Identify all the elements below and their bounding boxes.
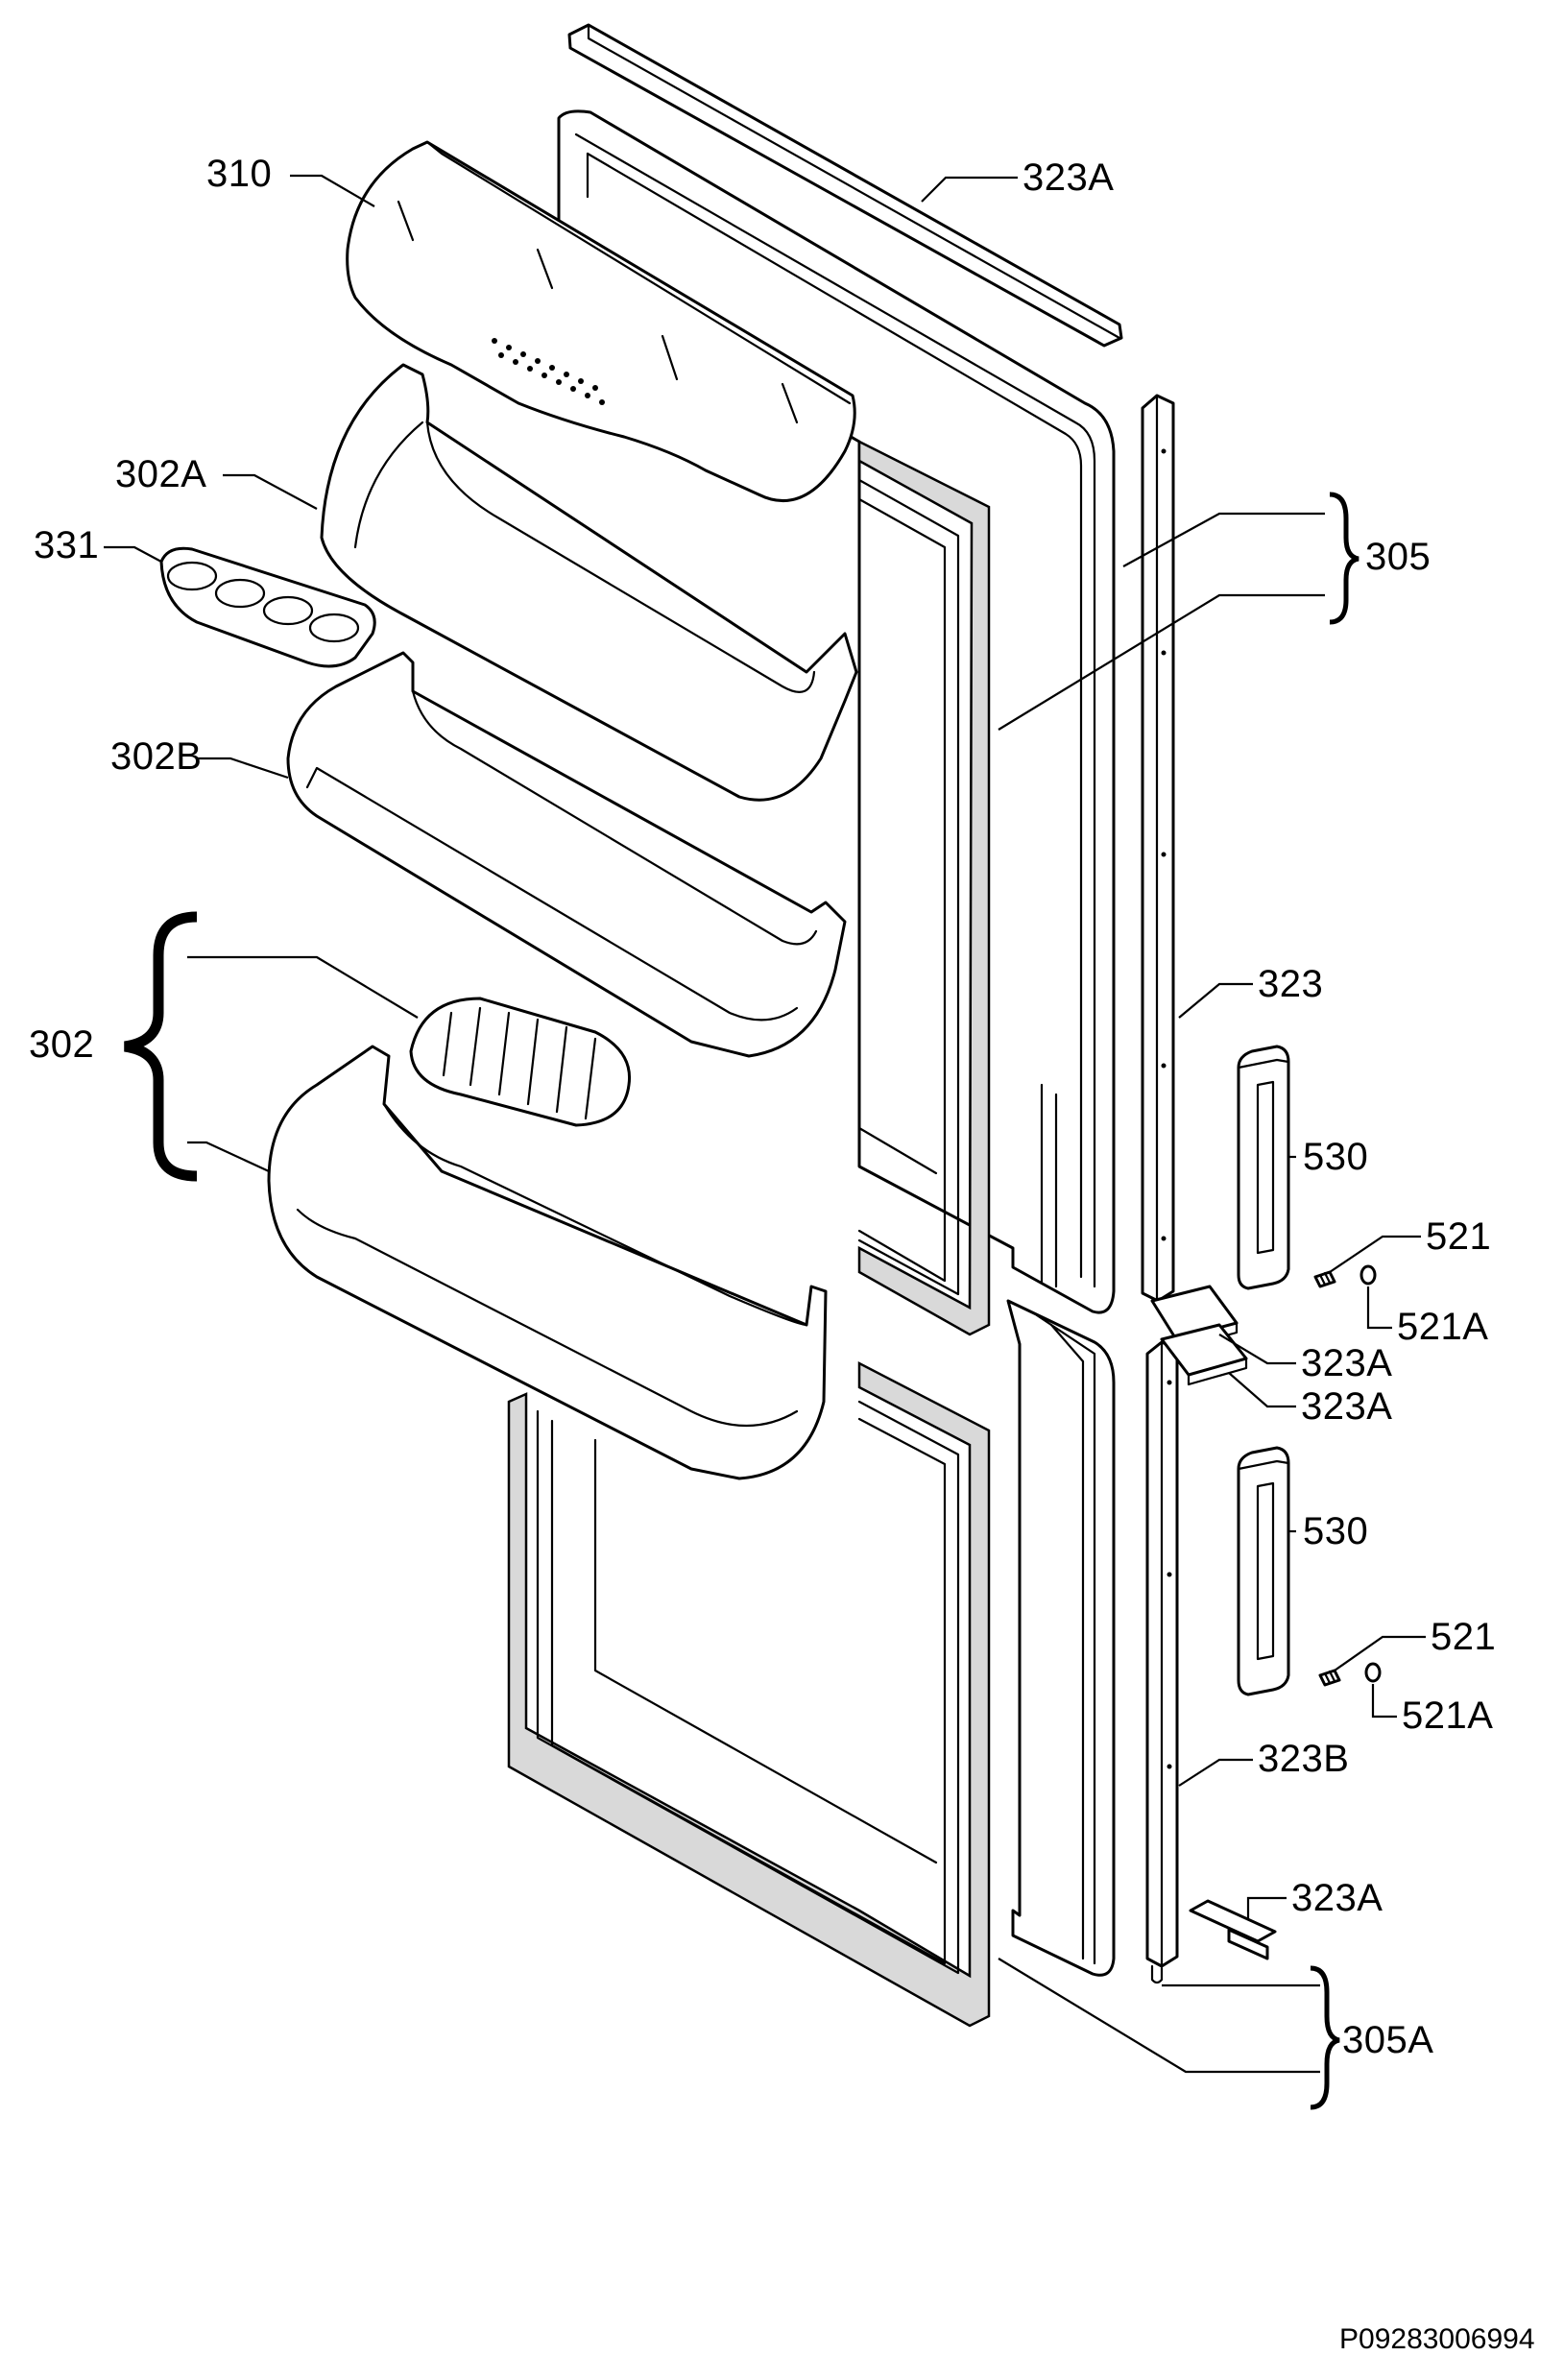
label-323a-mid-1: 323A <box>1301 1342 1393 1384</box>
lower-hinge-strip <box>1145 1340 1179 1984</box>
door-shelf-302a <box>320 363 858 802</box>
label-323a-bottom: 323A <box>1291 1877 1384 1919</box>
label-521-upper: 521 <box>1426 1215 1492 1258</box>
brace-305 <box>1329 492 1359 625</box>
label-521-lower: 521 <box>1431 1616 1497 1658</box>
label-521a-upper: 521A <box>1397 1306 1489 1348</box>
lid-vent-holes <box>492 338 605 405</box>
butter-compartment-lid <box>346 140 856 503</box>
upper-door-handle <box>1237 1045 1290 1290</box>
upper-door-gasket <box>857 439 991 1336</box>
lower-door-gasket <box>507 1360 991 2028</box>
label-305: 305 <box>1365 536 1432 578</box>
lower-washer <box>1364 1662 1382 1683</box>
label-530-lower: 530 <box>1303 1510 1369 1552</box>
label-310: 310 <box>206 153 273 195</box>
lower-door-frame <box>1006 1299 1116 1977</box>
egg-tray <box>159 546 376 668</box>
bottom-hinge-bracket <box>1189 1899 1277 1960</box>
label-302b: 302B <box>110 735 203 778</box>
upper-screw <box>1313 1270 1336 1288</box>
bottle-shelf-302 <box>267 1045 828 1480</box>
label-323a-mid-2: 323A <box>1301 1385 1393 1428</box>
label-302: 302 <box>29 1023 95 1066</box>
label-331: 331 <box>34 524 100 566</box>
lower-door-handle <box>1237 1446 1290 1696</box>
door-shelf-302b <box>286 651 847 1058</box>
label-530-upper: 530 <box>1303 1136 1369 1178</box>
top-trim-strip <box>567 23 1123 348</box>
upper-hinge-strip <box>1141 394 1175 1303</box>
label-302a: 302A <box>115 453 207 495</box>
label-323: 323 <box>1258 963 1324 1005</box>
label-323a-top: 323A <box>1023 156 1115 199</box>
lower-screw <box>1318 1669 1341 1687</box>
label-305a: 305A <box>1342 2019 1434 2061</box>
upper-washer <box>1359 1264 1377 1286</box>
bottle-holder-insert <box>409 997 632 1127</box>
brace-302 <box>123 911 198 1182</box>
leader-lines <box>104 174 1426 2074</box>
drawing-code: P09283006994 <box>1339 2323 1535 2355</box>
label-521a-lower: 521A <box>1402 1695 1494 1737</box>
label-323b: 323B <box>1258 1738 1350 1780</box>
brace-305a <box>1310 1965 1340 2110</box>
